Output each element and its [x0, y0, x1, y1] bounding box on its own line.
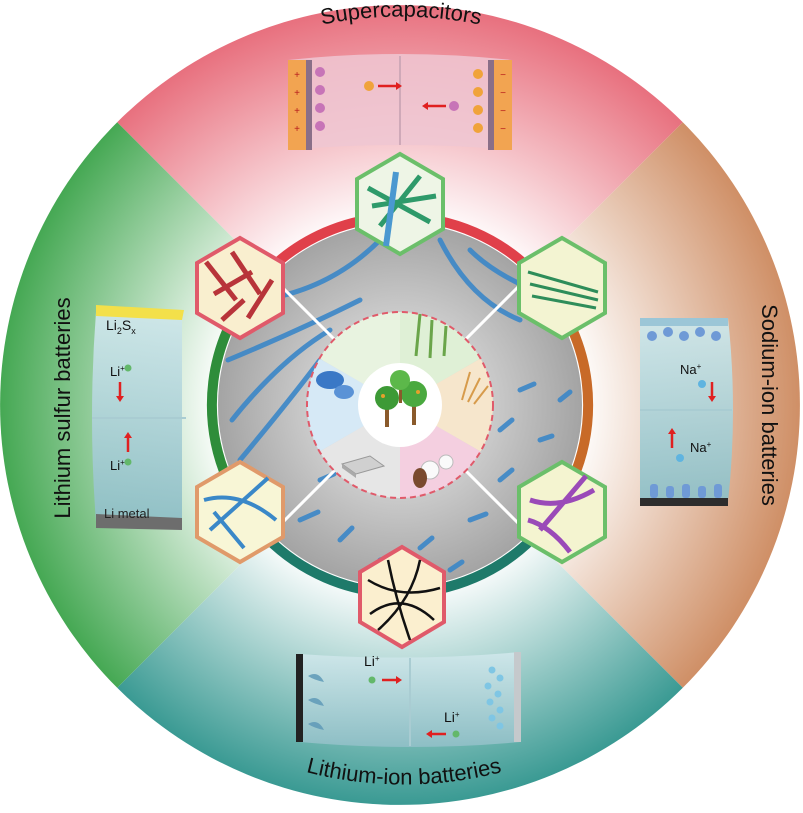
- svg-text:−: −: [500, 88, 506, 99]
- svg-text:+: +: [294, 88, 300, 99]
- hex-layered-sheets: [517, 235, 607, 341]
- lithium-ion-cell: Li+ Li+: [296, 652, 521, 747]
- lis-ion-bottom-label: Li+: [110, 458, 125, 473]
- lithium-sulfur-cell: Li2Sx Li+ Li+ Li metal: [92, 305, 186, 530]
- svg-text:+: +: [294, 70, 300, 81]
- biomass-center: [306, 311, 494, 499]
- lis-ion-top-label: Li+: [110, 364, 125, 379]
- nanofibers: [225, 237, 573, 573]
- svg-text:+: +: [294, 106, 300, 117]
- fungus-icon: [316, 371, 354, 399]
- svg-text:+: +: [294, 124, 300, 135]
- li2sx-label: Li2Sx: [106, 317, 136, 336]
- top-electrode-ions: [647, 327, 721, 341]
- sodium-ion-top-label: Na+: [680, 362, 702, 377]
- hex-carbon-network: [358, 544, 446, 650]
- paper-icon: [340, 455, 386, 478]
- lithium-ion-bottom-label: Li+: [444, 709, 460, 725]
- sodium-ion-cell: Na+ Na+: [640, 318, 733, 506]
- supercapacitor-cell: + + + + − − − −: [288, 54, 512, 150]
- svg-text:−: −: [500, 106, 506, 117]
- hex-blue-fibers: [195, 459, 285, 565]
- li-metal-label: Li metal: [104, 506, 150, 521]
- svg-text:−: −: [500, 70, 506, 81]
- cation-dots: [364, 69, 483, 133]
- bottom-electrode-ions: [650, 484, 722, 498]
- sodium-ion-bottom-label: Na+: [690, 440, 712, 455]
- trees-icon: [375, 370, 427, 427]
- bamboo-icon: [414, 313, 448, 359]
- anion-dots: [315, 67, 459, 131]
- label-sodium-ion: Sodium-ion batteries: [757, 304, 782, 506]
- dashed-circle: [306, 311, 494, 499]
- petal-wheat: [400, 358, 493, 452]
- left-charges: + + + +: [294, 70, 300, 135]
- cotton-icon: [413, 454, 454, 488]
- hexagon-insets: [195, 151, 607, 650]
- graphite-layers: [308, 674, 324, 730]
- svg-text:−: −: [500, 124, 506, 135]
- wheat-icon: [461, 371, 489, 405]
- lithium-ion-top-label: Li+: [364, 653, 380, 669]
- right-charges: − − − −: [500, 70, 506, 135]
- hex-red-nanostructures: [195, 235, 285, 341]
- cathode-particles: [484, 666, 504, 730]
- sector-sodium-ion: [400, 122, 800, 688]
- sector-lithium-sulfur: [0, 122, 400, 688]
- hex-graphene-sheets: [355, 151, 445, 257]
- hex-purple-fibers: [517, 459, 607, 565]
- label-lithium-sulfur: Lithium sulfur batteries: [50, 297, 75, 518]
